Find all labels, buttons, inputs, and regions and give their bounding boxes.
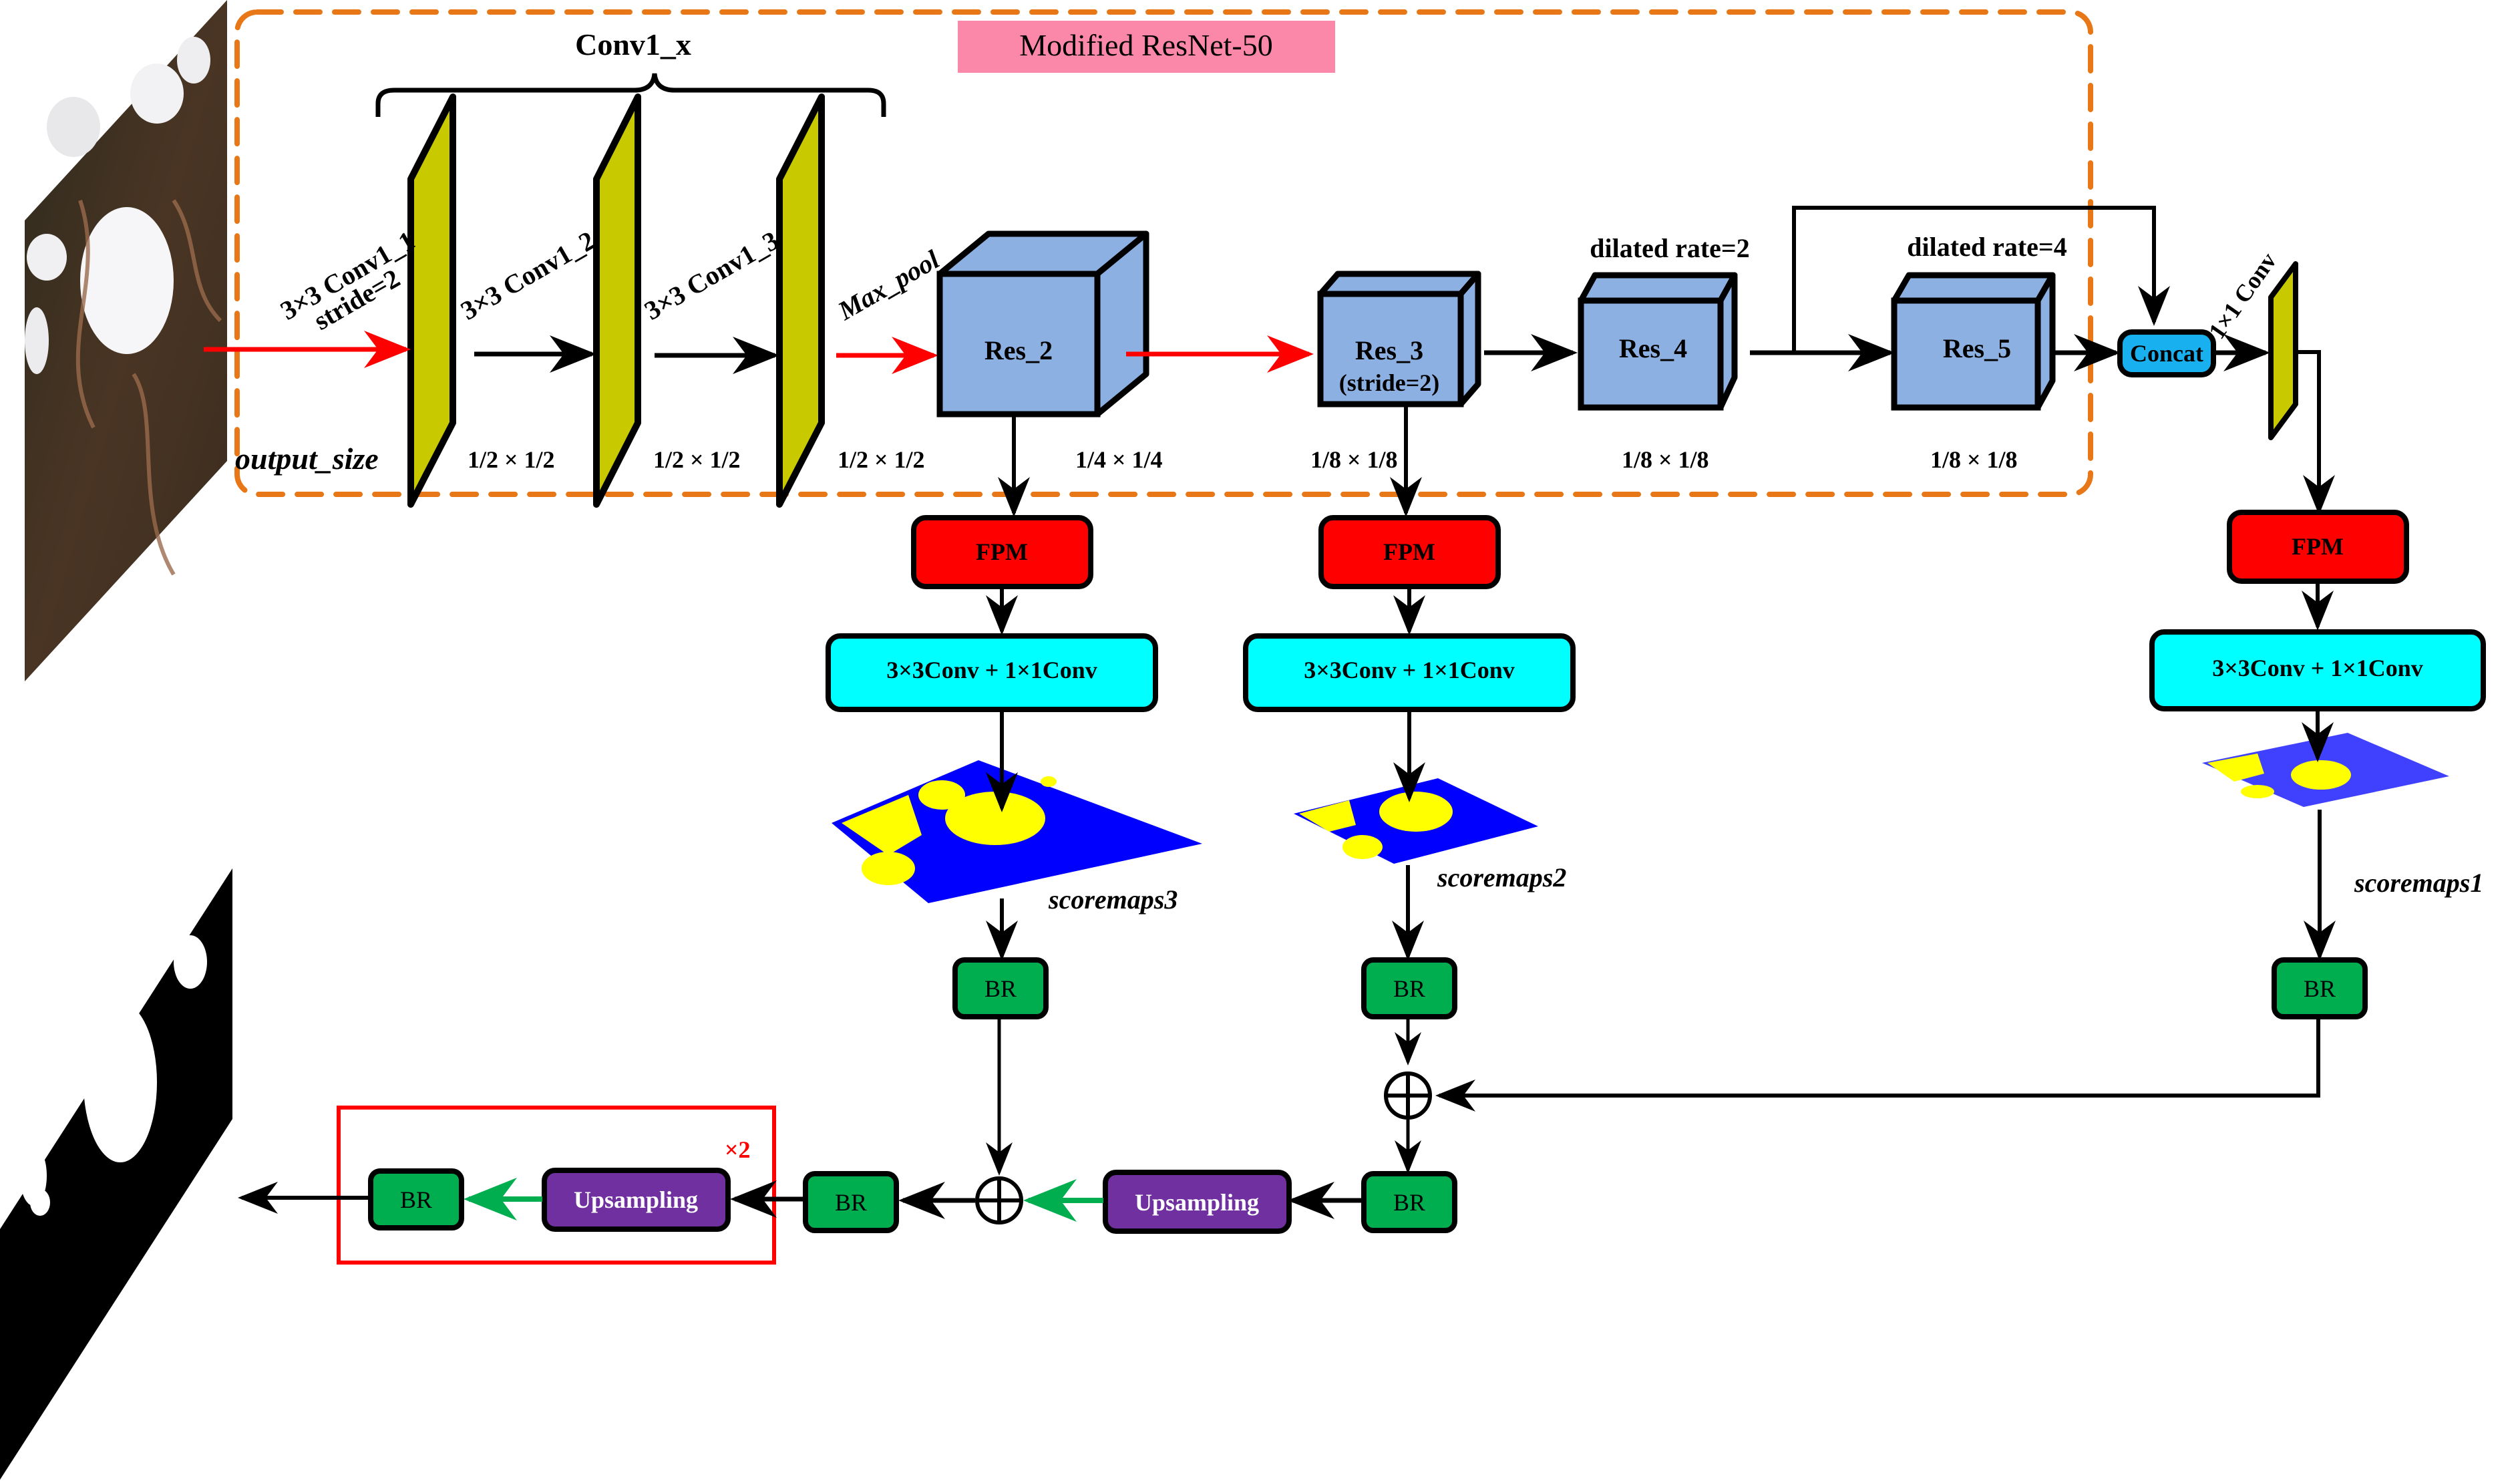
- arrow-conv1x1-to-fpm1: [2298, 350, 2335, 515]
- br-decoder-2-label: BR: [835, 1189, 867, 1216]
- conv1-2-size: 1/2 × 1/2: [653, 446, 741, 473]
- conv1x1-layer: 1×1 Conv: [2203, 248, 2298, 440]
- res4-dilation-note: dilated rate=2: [1590, 233, 1749, 263]
- br-final-label: BR: [400, 1186, 432, 1213]
- scoremap3-label: scoremaps3: [1048, 884, 1178, 915]
- br-branch3: BR: [952, 957, 1049, 1019]
- conv1-3-label: 3×3 Conv1_3: [639, 225, 783, 326]
- conv1x-brace: Conv1_x: [375, 27, 886, 117]
- res4-size: 1/8 × 1/8: [1622, 446, 1709, 473]
- br-decoder-1: BR: [1361, 1171, 1457, 1233]
- res4-label: Res_4: [1619, 333, 1687, 363]
- conv-layer-1: [407, 94, 456, 508]
- br-final: BR: [368, 1168, 464, 1230]
- conv-layer-3: [776, 94, 825, 508]
- upsampling-1-label: Upsampling: [1135, 1189, 1259, 1216]
- upsampling-2-label: Upsampling: [574, 1186, 698, 1213]
- title-badge: Modified ResNet-50: [958, 21, 1335, 73]
- conv-head-branch3: 3×3Conv + 1×1Conv: [826, 633, 1158, 712]
- res2-block: Res_2: [936, 230, 1149, 418]
- br-branch3-label: BR: [984, 975, 1017, 1002]
- conv-head-branch3-label: 3×3Conv + 1×1Conv: [886, 657, 1097, 683]
- repeat-count-label: ×2: [725, 1136, 751, 1163]
- upsampling-1: Upsampling: [1103, 1170, 1292, 1234]
- max-pool-label: Max_pool: [832, 244, 944, 326]
- concat-label: Concat: [2130, 340, 2203, 367]
- scoremap2-label: scoremaps2: [1437, 862, 1566, 892]
- res4-block: dilated rate=2 Res_4: [1578, 233, 1750, 411]
- br-decoder-1-label: BR: [1393, 1189, 1425, 1216]
- fpm-branch3: FPM: [911, 515, 1093, 589]
- conv1-2-label: 3×3 Conv1_2: [456, 225, 600, 326]
- res3-size: 1/8 × 1/8: [1310, 446, 1398, 473]
- sum-node-2: [975, 1176, 1023, 1224]
- skip-connection-res4-concat: [1792, 206, 2170, 353]
- scoremap3-image: [832, 760, 1202, 903]
- scoremap1-image: [2202, 733, 2449, 807]
- conv1-3-size: 1/2 × 1/2: [838, 446, 925, 473]
- res3-label: Res_3: [1355, 335, 1423, 365]
- fpm-branch1: FPM: [2227, 510, 2409, 584]
- br-decoder-2: BR: [803, 1171, 899, 1233]
- fpm-branch2-label: FPM: [1383, 538, 1435, 565]
- conv1x-label: Conv1_x: [575, 27, 691, 61]
- fpm-branch1-label: FPM: [2292, 533, 2344, 560]
- scoremap2-image: [1294, 778, 1538, 864]
- fpm-branch3-label: FPM: [976, 538, 1028, 565]
- conv1-1-size: 1/2 × 1/2: [468, 446, 555, 473]
- concat-node: Concat: [2117, 329, 2216, 377]
- br-branch2-label: BR: [1393, 975, 1425, 1002]
- br-branch1: BR: [2272, 957, 2368, 1019]
- conv-head-branch2: 3×3Conv + 1×1Conv: [1243, 633, 1576, 712]
- res2-size: 1/4 × 1/4: [1075, 446, 1163, 473]
- conv-layer-2: [593, 94, 641, 508]
- input-image: [25, 0, 227, 681]
- res5-dilation-note: dilated rate=4: [1907, 232, 2066, 262]
- conv-head-branch1: 3×3Conv + 1×1Conv: [2149, 629, 2486, 711]
- res5-size: 1/8 × 1/8: [1930, 446, 2018, 473]
- output-mask-image: [0, 868, 232, 1480]
- conv-head-branch2-label: 3×3Conv + 1×1Conv: [1304, 657, 1515, 683]
- upsampling-2: Upsampling: [542, 1168, 731, 1232]
- res5-label: Res_5: [1943, 333, 2011, 363]
- res5-block: dilated rate=4 Res_5: [1891, 232, 2067, 411]
- fpm-branch2: FPM: [1318, 515, 1501, 589]
- sum-node-1: [1384, 1072, 1432, 1120]
- br-branch2: BR: [1361, 957, 1457, 1019]
- res2-label: Res_2: [984, 335, 1053, 365]
- backbone-boundary: [234, 9, 2093, 497]
- arrow-br1-to-sum1: [1435, 1019, 2320, 1112]
- scoremap1-label: scoremaps1: [2354, 868, 2483, 898]
- res3-block: Res_3 (stride=2): [1317, 271, 1481, 407]
- title-text: Modified ResNet-50: [1019, 28, 1272, 62]
- res3-stride-label: (stride=2): [1339, 369, 1439, 396]
- br-branch1-label: BR: [2304, 975, 2336, 1002]
- output-size-label: output_size: [235, 442, 379, 476]
- conv-head-branch1-label: 3×3Conv + 1×1Conv: [2212, 655, 2423, 681]
